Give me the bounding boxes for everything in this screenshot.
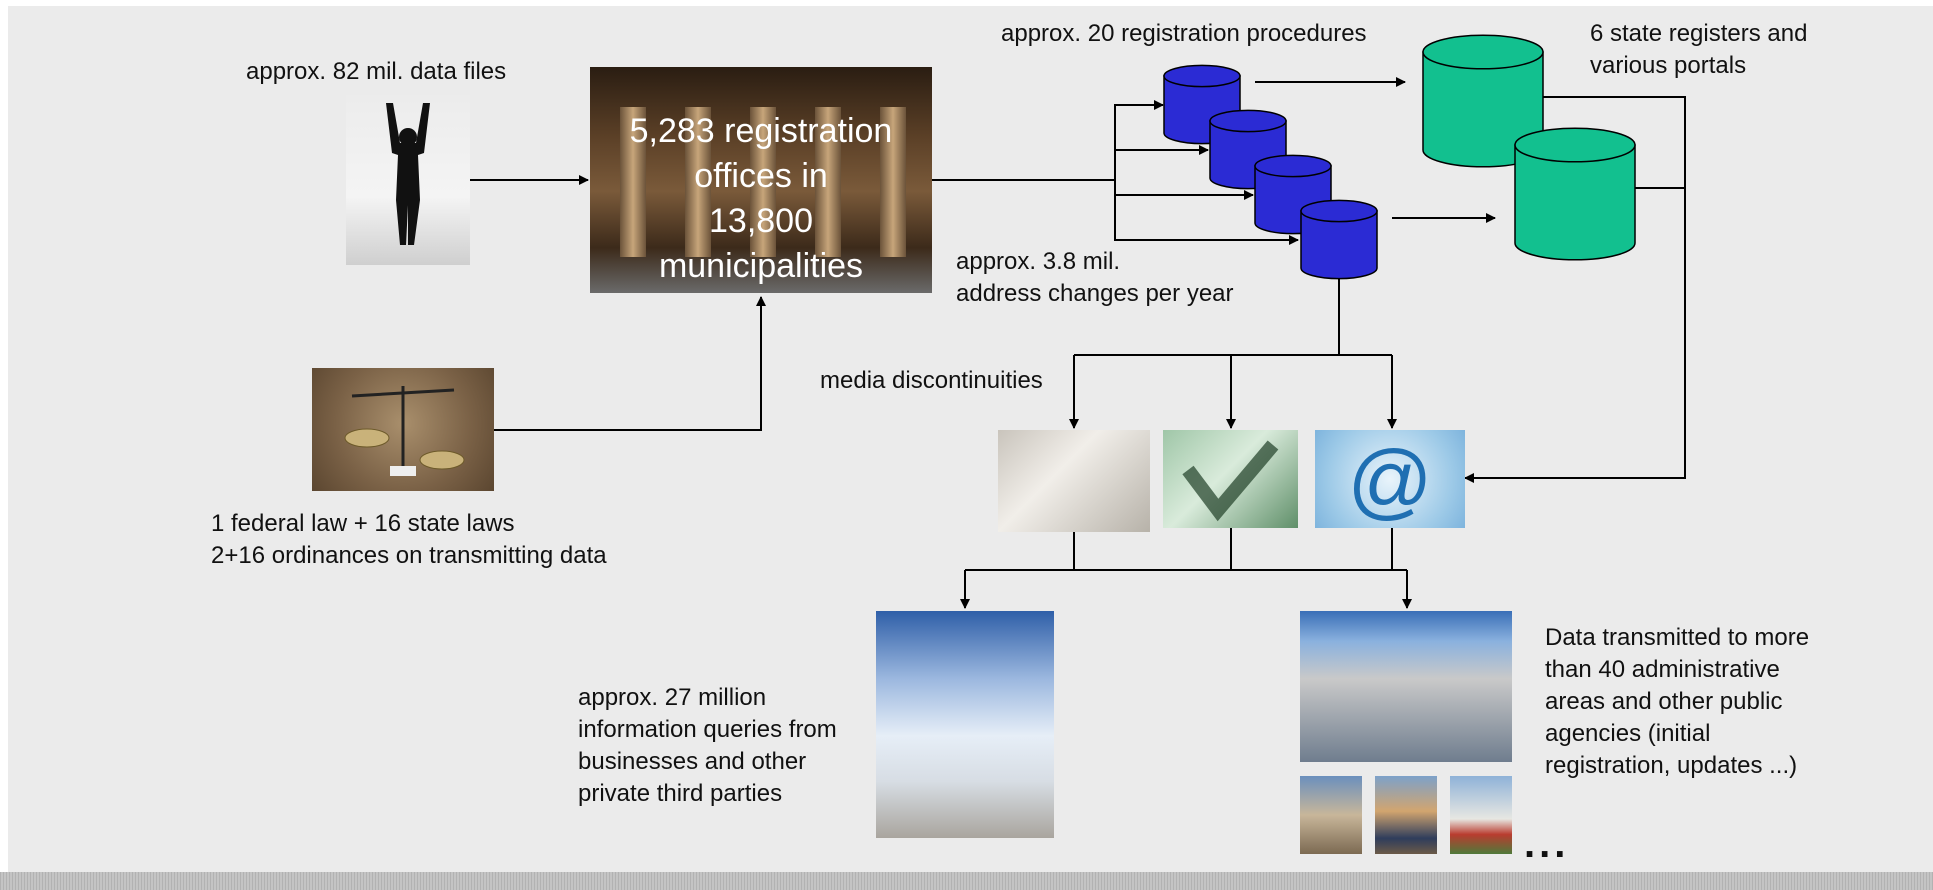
scales-of-justice-image xyxy=(312,368,494,491)
firefighter-image xyxy=(1300,776,1362,854)
police-officer-image xyxy=(1375,776,1437,854)
data-files-label: approx. 82 mil. data files xyxy=(246,58,507,85)
business-people-image xyxy=(876,611,1054,838)
silhouette-icon xyxy=(386,103,430,245)
transmitted-label: Data transmitted to more than 40 adminis… xyxy=(1545,624,1810,779)
state-register-database-2 xyxy=(1514,127,1636,261)
footer-band xyxy=(0,872,1933,890)
arrow-registers-to-email xyxy=(1464,96,1686,483)
at-sign-icon: @ xyxy=(1347,433,1433,527)
receipt-paper-image xyxy=(998,430,1150,532)
state-register-database-1 xyxy=(1422,34,1544,168)
email-image: @ xyxy=(1315,430,1465,528)
checkmark-icon xyxy=(1182,440,1279,522)
arrow-to-db1 xyxy=(1114,100,1164,180)
church-image xyxy=(1450,776,1512,854)
media-discontinuities-label: media discontinuities xyxy=(820,367,1043,394)
person-silhouette-image xyxy=(346,95,470,265)
more-ellipsis: ... xyxy=(1524,822,1570,866)
procedures-label: approx. 20 registration procedures xyxy=(1001,20,1367,47)
laws-label: 1 federal law + 16 state laws 2+16 ordin… xyxy=(211,510,607,569)
arrow-laws-to-offices xyxy=(494,296,766,431)
scales-icon xyxy=(344,386,465,476)
checkmark-disk-image xyxy=(1163,430,1298,528)
registration-databases xyxy=(1163,64,1378,280)
address-changes-label: approx. 3.8 mil. address changes per yea… xyxy=(956,248,1234,307)
arrow-to-db4 xyxy=(1114,180,1299,245)
registration-office-image: 5,283 registration offices in 13,800 mun… xyxy=(590,67,932,293)
queries-label: approx. 27 million information queries f… xyxy=(578,684,837,807)
offices-label: 5,283 registration offices in 13,800 mun… xyxy=(629,112,893,285)
state-register-databases xyxy=(1422,34,1636,261)
government-building-image xyxy=(1300,611,1512,762)
state-registers-label: 6 state registers and various portals xyxy=(1590,20,1808,79)
registration-database-4 xyxy=(1300,199,1378,280)
